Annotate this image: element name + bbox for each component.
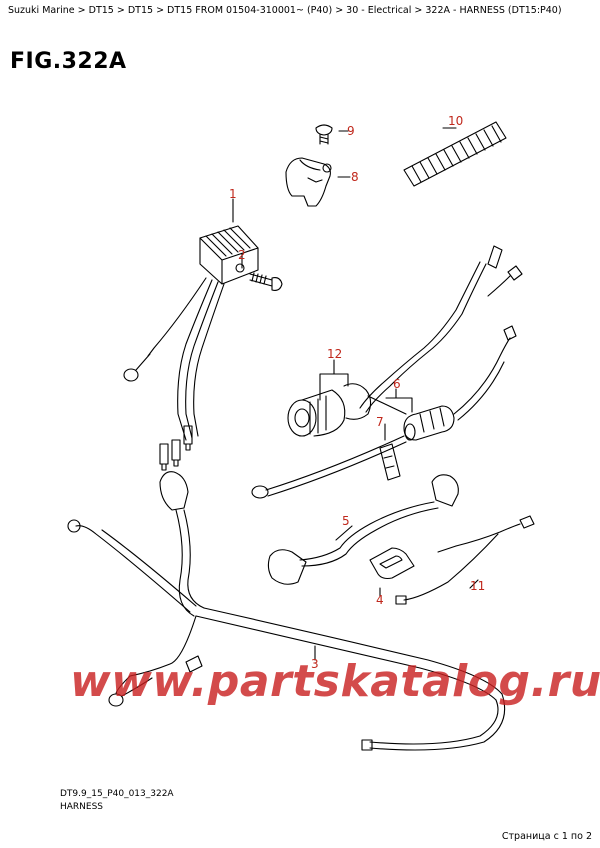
diagram-code: DT9.9_15_P40_013_322A <box>60 789 174 799</box>
part-12-grommet <box>287 383 407 437</box>
part-6-plug <box>403 325 517 441</box>
callout-11: 11 <box>470 579 485 593</box>
part-10-corrugated-tube <box>403 121 507 187</box>
callout-4: 4 <box>376 593 384 607</box>
part-1-regulator <box>199 225 259 285</box>
callout-6: 6 <box>393 377 401 391</box>
part-2-bolt <box>249 272 283 291</box>
part-4-cap <box>369 547 415 580</box>
page-counter: Страница с 1 по 2 <box>501 831 592 842</box>
callout-2: 2 <box>238 248 246 262</box>
part-11-wire-harness <box>395 515 535 605</box>
part-5-boot-cable <box>267 474 459 585</box>
part-8-clamp <box>285 157 332 207</box>
callout-7: 7 <box>376 415 384 429</box>
figure-title: FIG.322A <box>10 49 127 74</box>
part-3-main-harness <box>67 471 506 751</box>
callout-8: 8 <box>351 170 359 184</box>
callout-5: 5 <box>342 514 350 528</box>
callout-12: 12 <box>327 347 342 361</box>
callout-3: 3 <box>311 657 319 671</box>
breadcrumb[interactable]: Suzuki Marine > DT15 > DT15 > DT15 FROM … <box>8 5 562 16</box>
watermark: www.partskatalog.ru <box>70 656 600 707</box>
callout-10: 10 <box>448 114 463 128</box>
part-9-screw <box>315 124 333 145</box>
callout-1: 1 <box>229 187 237 201</box>
part-7-holder <box>379 443 401 481</box>
callout-9: 9 <box>347 124 355 138</box>
diagram-caption: HARNESS <box>60 802 104 812</box>
